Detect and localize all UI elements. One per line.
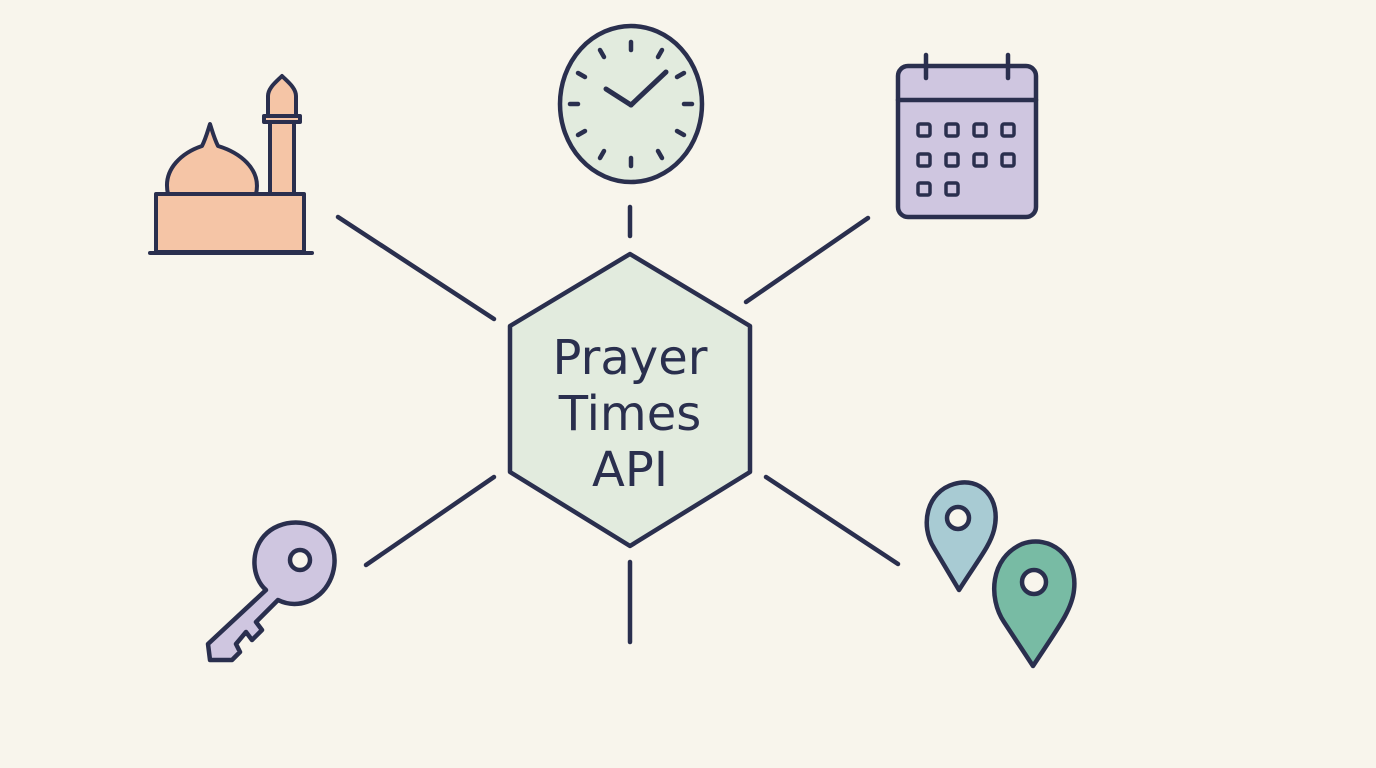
clock-ticks xyxy=(567,39,695,169)
calendar-icon xyxy=(895,52,1039,220)
mosque-minaret xyxy=(268,120,296,196)
clock-hands xyxy=(603,69,669,108)
mosque-minaret-cap xyxy=(266,74,298,118)
clock-icon xyxy=(557,23,705,185)
connector-calendar xyxy=(743,215,871,305)
clock-hour-hand xyxy=(603,86,634,108)
connector-key xyxy=(363,474,497,568)
connectors xyxy=(335,204,901,645)
key-hole xyxy=(287,547,313,573)
hub-title-line-3: API xyxy=(592,442,668,498)
mosque-icon xyxy=(148,74,314,255)
clock-minute-hand xyxy=(628,69,669,108)
connector-mosque xyxy=(335,214,497,322)
location-pin-dark xyxy=(992,539,1077,669)
calendar-body xyxy=(895,63,1039,220)
calendar-days xyxy=(916,122,1016,197)
location-pin-light xyxy=(924,480,998,593)
location-pin-light-dot xyxy=(944,504,972,532)
hub: Prayer Times API xyxy=(507,251,753,549)
key-shape xyxy=(205,520,337,663)
location-pins-icon xyxy=(924,480,1077,669)
hub-title-line-1: Prayer xyxy=(553,330,708,386)
location-pin-dark-dot xyxy=(1019,567,1049,597)
hub-title-line-2: Times xyxy=(558,386,701,442)
connector-pins xyxy=(763,474,901,567)
mosque-base xyxy=(154,192,306,254)
hub-hexagon xyxy=(507,251,753,549)
key-icon xyxy=(205,520,337,663)
mosque-dome xyxy=(165,122,259,196)
